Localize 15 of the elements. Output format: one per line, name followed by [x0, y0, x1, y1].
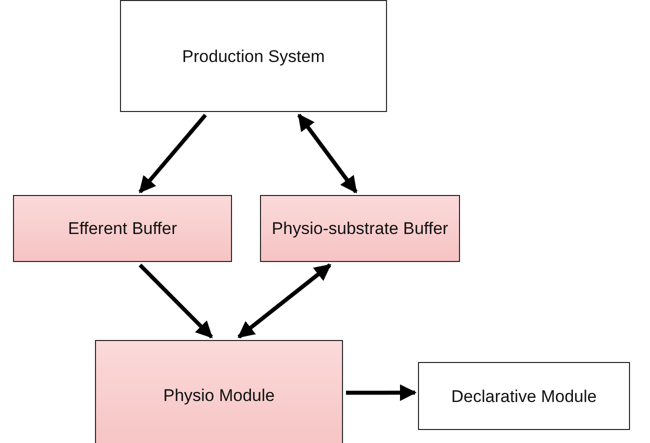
box-label: Declarative Module [450, 386, 598, 406]
box-label: Production System [181, 46, 326, 66]
process-box [13, 195, 232, 262]
arrow [346, 384, 417, 402]
process-box [120, 0, 387, 112]
process-box [418, 362, 630, 430]
process-box [260, 195, 460, 262]
process-box [95, 340, 343, 443]
box-label: Physio Module [162, 385, 276, 406]
arrow [138, 264, 213, 338]
box-label: Efferent Buffer [67, 218, 178, 239]
box-label: Physio-substrate Buffer [270, 218, 450, 239]
arrow [297, 114, 358, 194]
arrow [238, 263, 332, 339]
arrow [138, 114, 207, 194]
